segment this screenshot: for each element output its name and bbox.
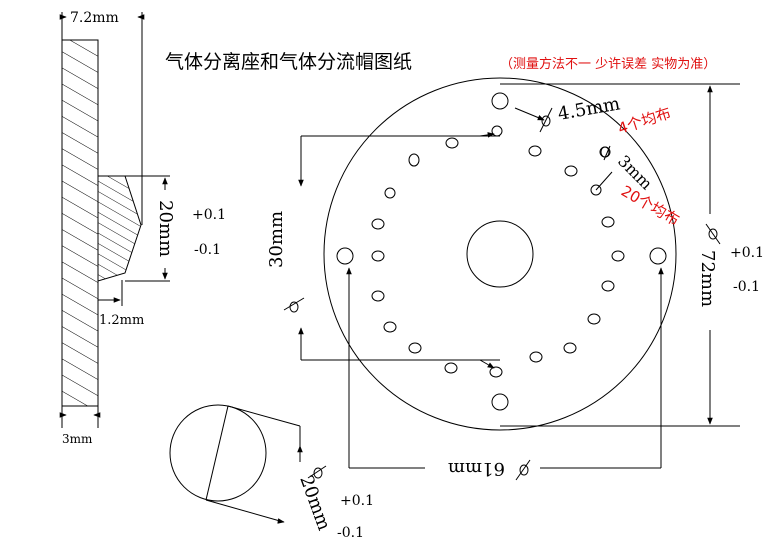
side-dim-width: 3mm — [62, 432, 93, 446]
cap-dim-large-hole: 4.5mm — [556, 93, 621, 125]
small-part-flat — [205, 405, 229, 501]
cap-dim-pitch: 30mm — [266, 211, 287, 268]
cap-dim-span: 61mm — [448, 458, 505, 479]
side-dim-chamfer: 1.2mm — [99, 313, 144, 328]
cap-tol-minus: -0.1 — [733, 279, 760, 295]
large-hole-top — [491, 92, 509, 110]
side-dim-height: 20mm — [155, 200, 176, 257]
cap-count-large: 4个均布 — [616, 104, 673, 138]
side-tol-plus: +0.1 — [192, 207, 226, 223]
cap-outer-circle — [323, 77, 677, 431]
measurement-note: （测量方法不一 少许误差 实物为准） — [500, 56, 716, 72]
small-part-circle — [169, 404, 267, 502]
small-tol-minus: -0.1 — [337, 525, 364, 541]
small-tol-plus: +0.1 — [340, 493, 374, 509]
large-hole-left — [336, 247, 354, 265]
small-part-view — [169, 404, 327, 524]
large-hole-right — [649, 247, 667, 265]
side-view-body — [61, 39, 99, 407]
cap-dim-outer: 72mm — [697, 250, 718, 307]
large-hole-bottom — [491, 393, 509, 411]
side-dim-top: 7.2mm — [70, 10, 119, 26]
side-view-lip — [97, 175, 142, 282]
small-dim-diameter: 20mm — [295, 473, 334, 534]
small-holes — [371, 125, 625, 378]
cap-view — [283, 77, 740, 481]
drawing-title: 气体分离座和气体分流帽图纸 — [165, 51, 412, 73]
cap-count-small: 20个均布 — [618, 182, 683, 230]
side-view — [59, 12, 170, 428]
cap-tol-plus: +0.1 — [730, 245, 764, 261]
side-tol-minus: -0.1 — [194, 242, 221, 258]
cap-center-hole — [466, 220, 534, 288]
